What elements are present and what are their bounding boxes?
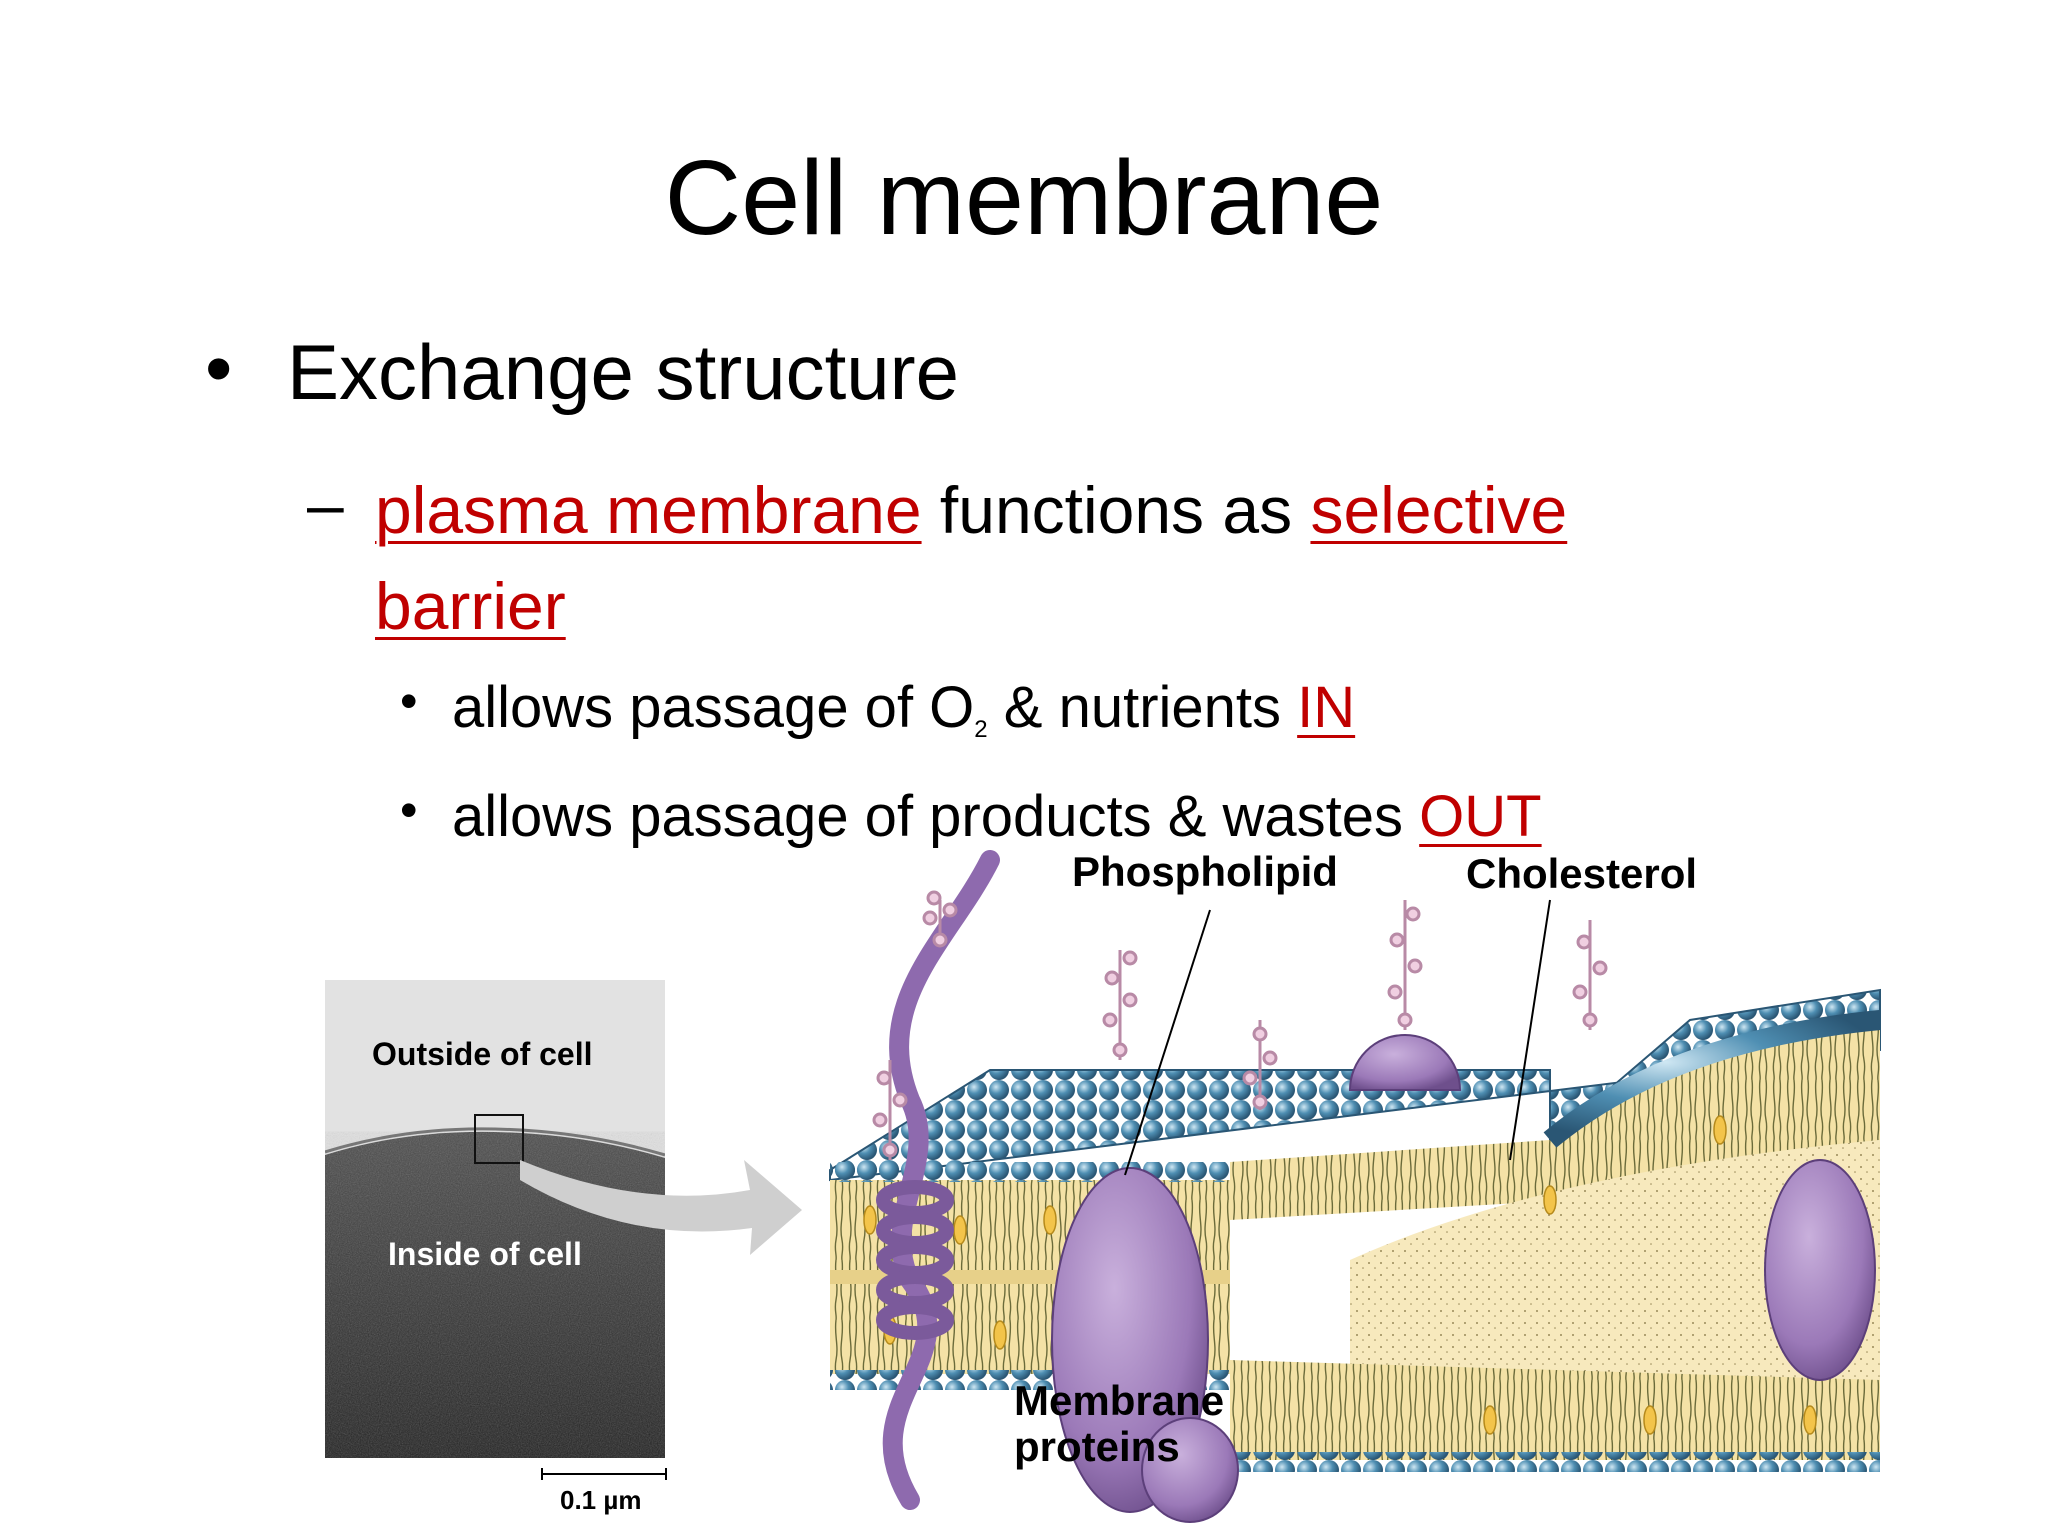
bullet-dot-icon: • [400,673,418,729]
bullet-text-suffix: & nutrients [987,675,1298,740]
bullet-text-prefix: allows passage of O [452,675,975,740]
membrane-diagram [829,850,1881,1523]
term-out: OUT [1419,784,1542,849]
bullet-dash: – [307,467,344,541]
cholesterol-label: Cholesterol [1466,850,1698,897]
bullet-text: allows passage of O2 & nutrients IN [452,676,1355,743]
bullet-text: Exchange structure [287,328,960,416]
term-plasma-membrane: plasma membrane [375,473,922,547]
bullet-list: • Exchange structure – plasma membrane f… [205,324,1775,849]
outside-of-cell-label: Outside of cell [372,1036,593,1072]
membrane-proteins-label-line2: proteins [1014,1423,1180,1470]
membrane-proteins-label: Membrane proteins [1014,1378,1224,1470]
electron-micrograph [325,980,665,1458]
bullet-dot-icon: • [205,324,233,412]
phospholipid-label: Phospholipid [1072,848,1338,895]
scale-bar-label: 0.1 µm [560,1485,642,1515]
term-in: IN [1297,675,1356,740]
bullet-text: plasma membrane functions as selective b… [375,462,1775,654]
slide-title: Cell membrane [664,139,1384,257]
zoom-arrow-icon [520,1160,802,1255]
inside-of-cell-label: Inside of cell [388,1236,582,1272]
membrane-proteins-label-line1: Membrane [1014,1377,1225,1424]
subscript-2: 2 [974,716,988,743]
bullet-dot-icon: • [400,782,418,838]
bullet-text-middle: functions as [921,473,1311,547]
bullet-text-prefix: allows passage of products & wastes [452,784,1420,849]
bullet-text: allows passage of products & wastes OUT [452,785,1542,849]
term-selective-barrier: selective barrier [375,473,1568,643]
scale-bar [541,1468,667,1480]
